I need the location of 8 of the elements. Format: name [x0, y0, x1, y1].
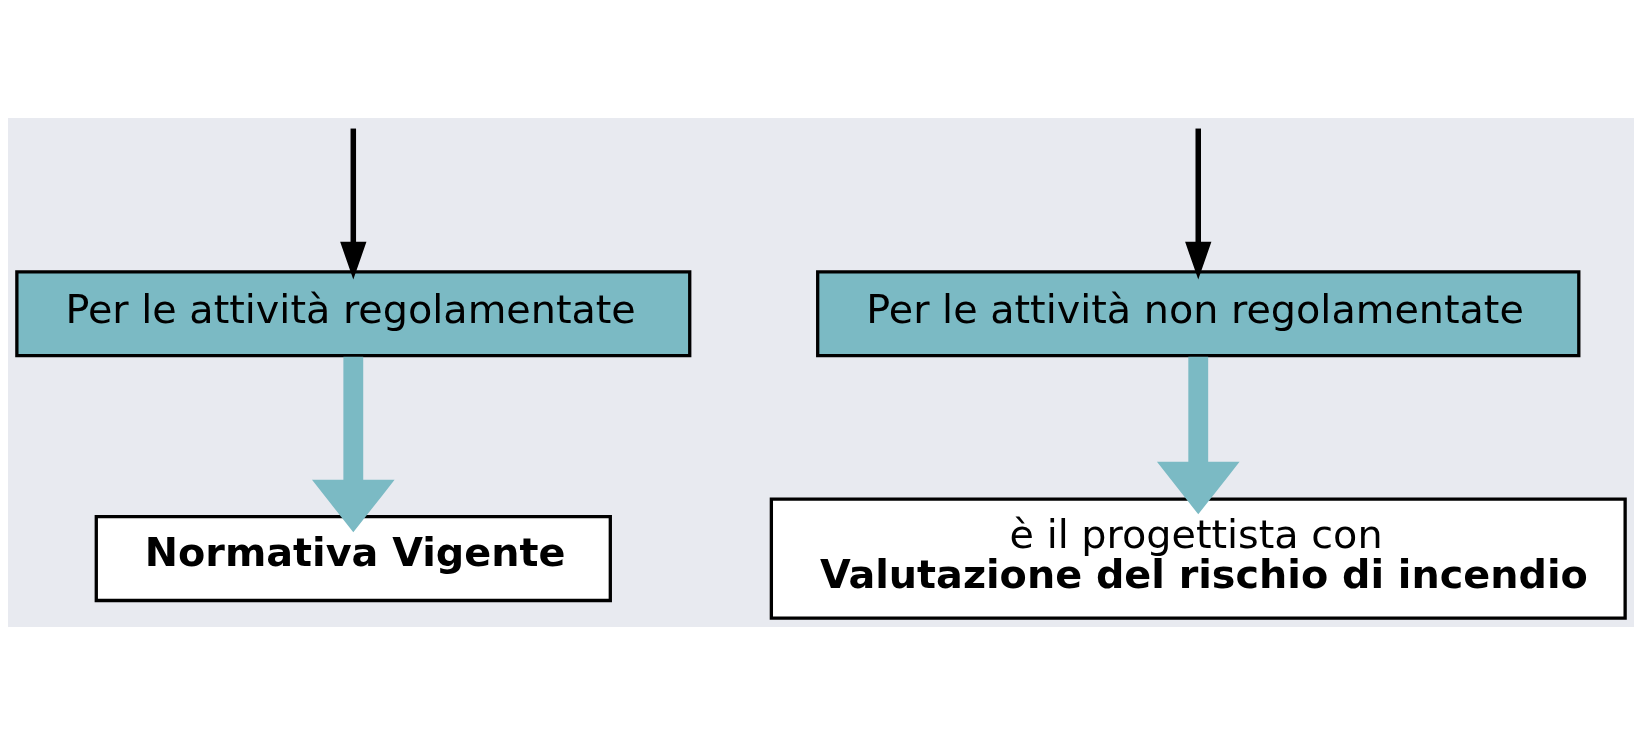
node-box: Per le attività non regolamentate	[816, 269, 1581, 357]
arrow	[1156, 356, 1240, 514]
node-box: Per le attività regolamentate	[15, 269, 692, 357]
node-box: Normativa Vigente	[94, 514, 612, 602]
arrow	[340, 128, 367, 279]
node-box: è il progettista con Valutazione del rischio di incendio	[769, 496, 1627, 620]
arrow	[312, 356, 395, 532]
arrow	[1185, 128, 1212, 279]
